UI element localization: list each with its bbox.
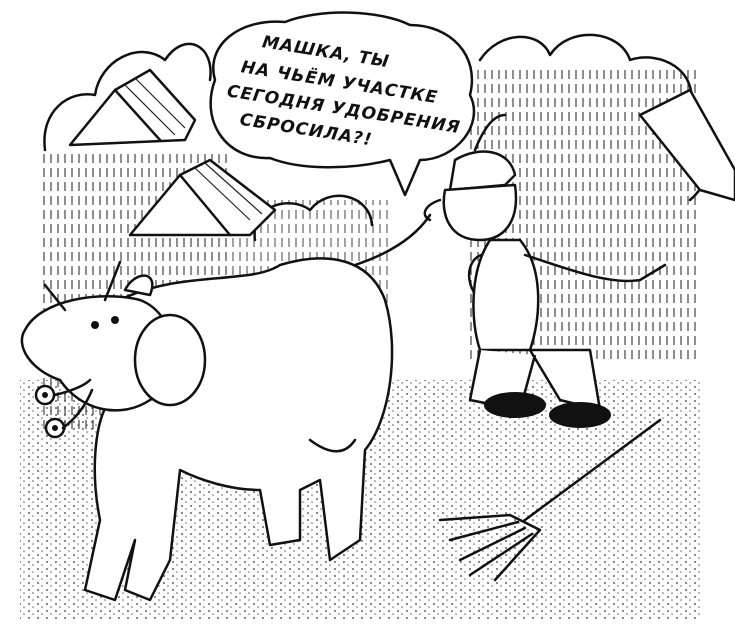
farmer-hand (423, 198, 442, 222)
cow-muzzle (133, 313, 207, 407)
flower (34, 378, 94, 439)
cow-horns (43, 260, 122, 312)
cow-udder (308, 438, 357, 453)
house-back (68, 68, 197, 147)
farmer-boot-right (549, 402, 611, 428)
speech-bubble (209, 11, 476, 197)
farmer-hat (448, 150, 517, 192)
cow-tail-rope (353, 213, 432, 267)
pitchfork (438, 418, 662, 582)
hat-feather (473, 113, 507, 152)
cow (20, 213, 432, 602)
house-right (638, 88, 735, 202)
house-front (128, 158, 277, 237)
farmer (423, 113, 667, 428)
farmer-arm (523, 253, 667, 283)
cow-ear (123, 274, 154, 297)
farmer-head (442, 183, 518, 242)
cow-eye (91, 321, 99, 329)
farmer-boot-left (484, 392, 546, 418)
